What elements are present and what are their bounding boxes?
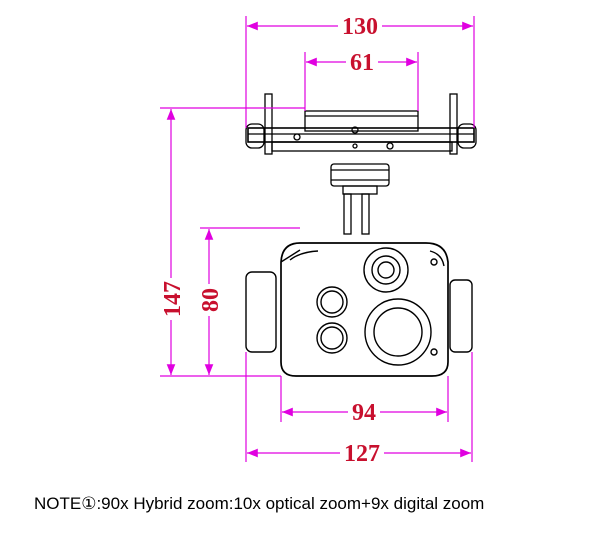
right-motor-cap bbox=[449, 279, 473, 353]
mount-plate-assembly bbox=[245, 93, 477, 155]
neck-collar bbox=[330, 163, 390, 187]
sensor-lower bbox=[316, 322, 348, 354]
top-module bbox=[304, 110, 419, 132]
dim-61-label: 61 bbox=[350, 50, 374, 76]
arm-rod-left bbox=[343, 193, 352, 235]
right-damper bbox=[449, 93, 458, 155]
left-damper bbox=[264, 93, 273, 155]
dim-147-label: 147 bbox=[160, 281, 186, 317]
camera-body bbox=[280, 242, 449, 377]
camera-head bbox=[245, 242, 473, 377]
dimension-labels: 130 61 147 80 94 127 bbox=[160, 14, 380, 467]
dim-130-label: 130 bbox=[342, 14, 378, 40]
dim-127-label: 127 bbox=[344, 441, 380, 467]
sensor-upper bbox=[316, 286, 348, 318]
left-motor-cap bbox=[245, 271, 277, 353]
zoom-lens bbox=[377, 261, 395, 279]
dim-94-label: 94 bbox=[352, 400, 376, 426]
thermal-lens-ring bbox=[364, 298, 432, 366]
arm-rod-right bbox=[361, 193, 370, 235]
mount-plate bbox=[247, 127, 475, 143]
gimbal-neck bbox=[330, 163, 390, 235]
thermal-lens bbox=[373, 307, 423, 357]
zoom-lens-ring bbox=[363, 247, 409, 293]
dimension-lines bbox=[160, 16, 475, 462]
zoom-note: NOTE①:90x Hybrid zoom:10x optical zoom+9… bbox=[34, 494, 485, 513]
dim-80-label: 80 bbox=[198, 288, 224, 312]
